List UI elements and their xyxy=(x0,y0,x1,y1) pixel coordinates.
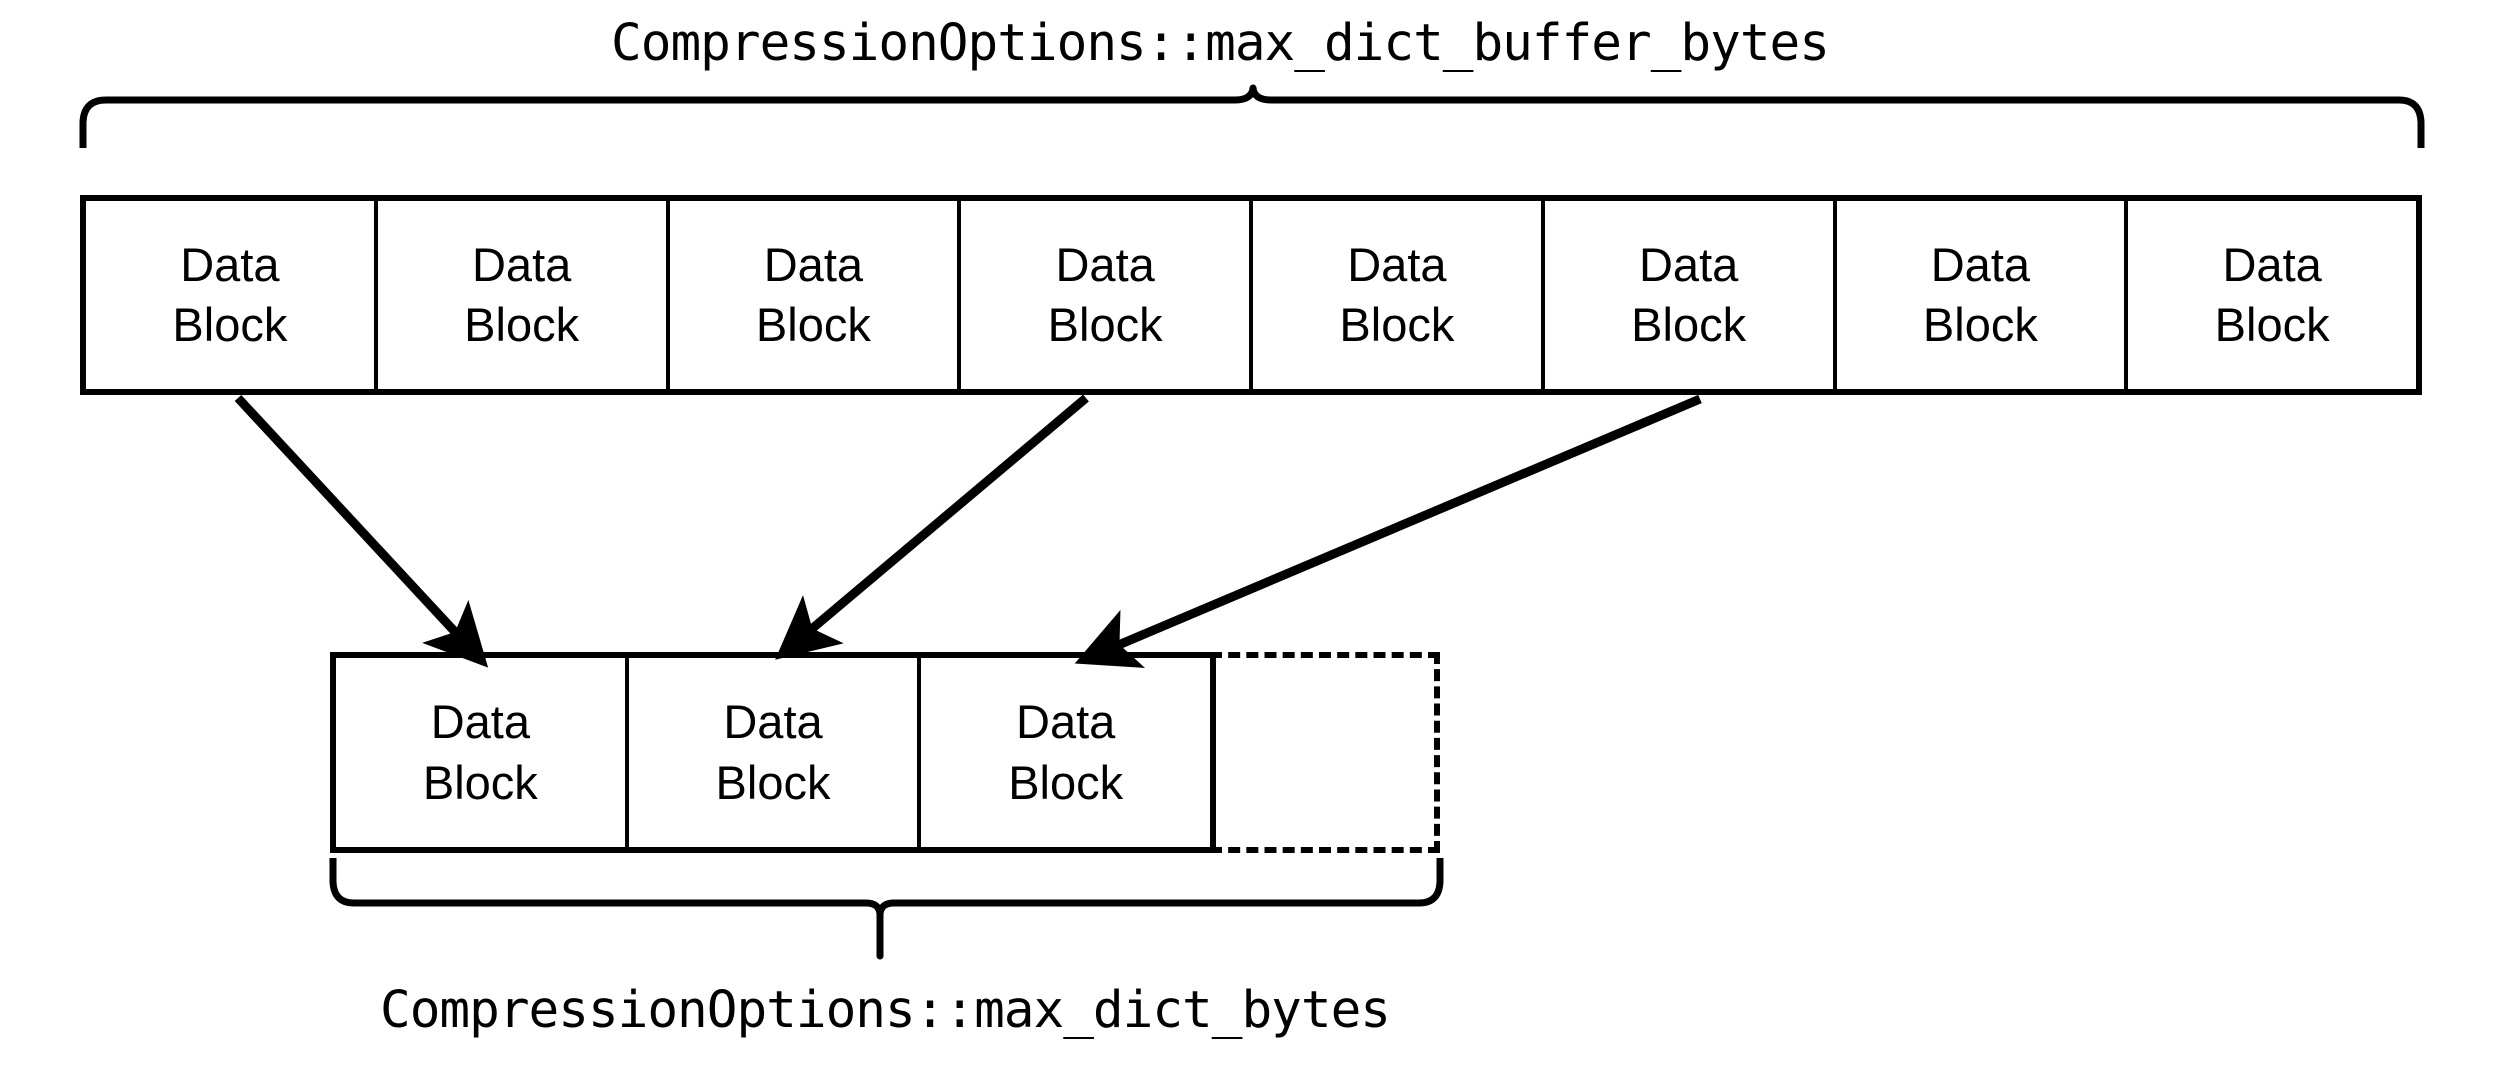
bottom-data-block-3[interactable]: Data Block xyxy=(917,658,1210,847)
block-label-line1: Data xyxy=(1055,237,1155,291)
block-label-line2: Block xyxy=(422,755,538,809)
block-label-line2: Block xyxy=(2214,298,2330,351)
block-label-line2: Block xyxy=(1922,298,2038,351)
top-data-block-6[interactable]: Data Block xyxy=(1540,201,1833,389)
block-label-line2: Block xyxy=(1047,298,1163,351)
top-data-block-5[interactable]: Data Block xyxy=(1249,201,1541,389)
block-label-line2: Block xyxy=(172,298,288,351)
bottom-brace xyxy=(329,858,1444,960)
arrow-3 xyxy=(1074,394,1702,668)
block-label-line2: Block xyxy=(715,755,831,809)
block-label-line2: Block xyxy=(464,298,580,351)
top-data-block-8[interactable]: Data Block xyxy=(2124,201,2416,389)
block-label-line2: Block xyxy=(755,298,871,351)
block-label-line1: Data xyxy=(1347,237,1447,291)
arrow-2 xyxy=(775,394,1089,660)
bottom-block-row: Data Block Data Block Data Block xyxy=(330,652,1216,853)
block-label-line1: Data xyxy=(1930,237,2031,291)
top-data-block-1[interactable]: Data Block xyxy=(86,201,374,389)
top-data-block-4[interactable]: Data Block xyxy=(957,201,1249,389)
top-brace xyxy=(79,84,2425,148)
block-label-line1: Data xyxy=(430,695,530,749)
block-label-line1: Data xyxy=(1016,695,1116,749)
arrow-1 xyxy=(234,394,489,668)
bottom-brace-label: CompressionOptions::max_dict_bytes xyxy=(380,981,1391,1040)
block-label-line1: Data xyxy=(723,695,823,749)
top-data-block-7[interactable]: Data Block xyxy=(1832,201,2125,389)
top-brace-label: CompressionOptions::max_dict_buffer_byte… xyxy=(611,14,1830,73)
bottom-data-block-2[interactable]: Data Block xyxy=(624,658,918,847)
block-label-line1: Data xyxy=(2222,237,2322,291)
bottom-empty-placeholder-block xyxy=(1210,652,1440,853)
block-label-line1: Data xyxy=(763,237,864,291)
block-label-line2: Block xyxy=(1008,755,1124,809)
block-label-line2: Block xyxy=(1631,298,1747,351)
bottom-data-block-1[interactable]: Data Block xyxy=(336,658,625,847)
block-label-line1: Data xyxy=(1638,237,1739,291)
block-label-line1: Data xyxy=(180,237,280,291)
block-label-line1: Data xyxy=(471,237,572,291)
top-data-block-2[interactable]: Data Block xyxy=(373,201,666,389)
top-data-block-3[interactable]: Data Block xyxy=(665,201,958,389)
top-block-row: Data Block Data Block Data Block Data Bl… xyxy=(80,195,2422,395)
block-label-line2: Block xyxy=(1339,298,1455,351)
